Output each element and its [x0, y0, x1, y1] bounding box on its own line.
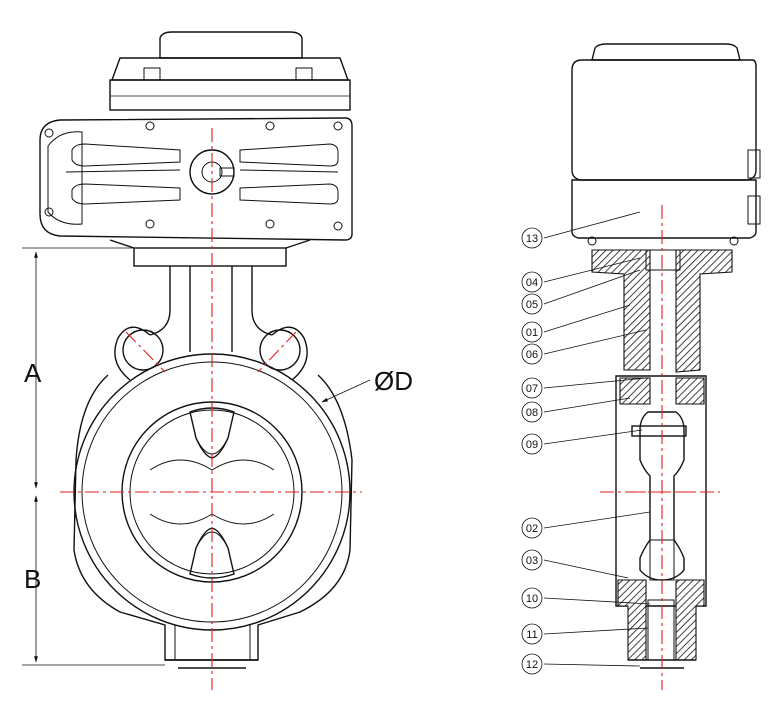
part-number: 05: [526, 299, 538, 311]
part-callout: 02: [521, 511, 651, 539]
part-callout: 11: [521, 623, 649, 645]
dimension-d-label: ØD: [374, 366, 413, 396]
part-callout: 13: [521, 211, 641, 249]
part-callout: 10: [521, 587, 651, 609]
part-number: 11: [526, 629, 537, 641]
dimension-a-label: A: [24, 358, 42, 388]
dimension-b-label: B: [24, 564, 41, 594]
part-callout: 05: [521, 269, 641, 315]
part-number: 07: [526, 383, 538, 395]
part-callout: 03: [521, 549, 629, 579]
part-callouts: 13 04 05 01 06 07 08: [521, 211, 651, 675]
actuator-side: [571, 43, 761, 246]
part-number: 12: [526, 659, 538, 671]
valve-body: [73, 353, 353, 669]
valve-neck: [114, 266, 308, 381]
part-callout: 01: [521, 304, 631, 343]
part-callout: 12: [521, 653, 641, 675]
part-number: 09: [526, 439, 538, 451]
part-number: 01: [526, 327, 538, 339]
part-callout: 07: [521, 377, 647, 399]
actuator-cap: [109, 31, 351, 111]
part-number: 06: [526, 349, 538, 361]
part-callout: 09: [521, 429, 643, 455]
actuator-housing: [39, 117, 353, 241]
part-callout: 04: [521, 257, 641, 293]
mounting-flange: [133, 247, 287, 267]
front-view: A B ØD: [22, 31, 413, 690]
section-view: [571, 43, 761, 690]
part-number: 08: [526, 407, 538, 419]
part-number: 10: [526, 593, 538, 605]
dimension-lines: [22, 247, 371, 666]
part-number: 04: [526, 277, 538, 289]
part-callout: 06: [521, 329, 647, 365]
part-number: 03: [526, 555, 538, 567]
part-number: 13: [526, 233, 538, 245]
part-number: 02: [526, 523, 538, 535]
part-callout: 08: [521, 397, 631, 423]
